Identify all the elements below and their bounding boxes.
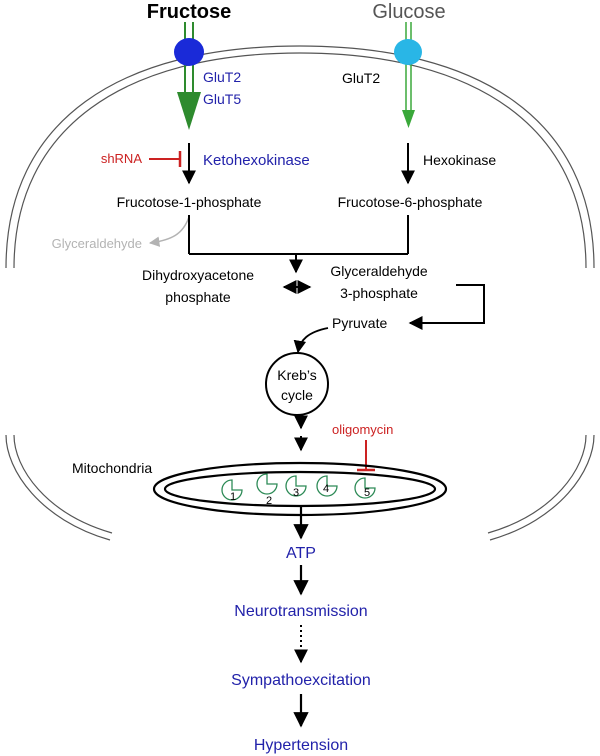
hypertension-label: Hypertension [254,737,348,754]
glyceraldehyde-label: Glyceraldehyde [52,236,142,251]
fructose-1-phosphate-label: Frucotose-1-phosphate [117,194,262,210]
etc-complex-2: 2 [256,473,278,507]
dhap-label-line2: phosphate [165,289,231,305]
etc-complex-4: 4 [316,475,338,497]
dhap-label-line1: Dihydroxyacetone [142,267,254,283]
neurotransmission-label: Neurotransmission [234,603,367,620]
svg-text:3: 3 [293,487,299,499]
glucose-channel-icon [394,39,422,65]
pyruvate-label: Pyruvate [332,315,387,331]
fructose-channel-icon [174,38,204,66]
krebs-label-line1: Kreb’s [277,367,316,383]
glut5-label: GluT5 [203,91,241,107]
glut2-fructose-label: GluT2 [203,69,241,85]
fructose-6-phosphate-label: Frucotose-6-phosphate [338,194,483,210]
hexokinase-label: Hexokinase [423,152,496,168]
fructose-label: Fructose [147,1,231,23]
svg-text:5: 5 [364,487,370,499]
shrna-inhibition-bar [149,151,182,167]
etc-complex-1: 1 [221,479,243,503]
shrna-label: shRNA [101,151,143,166]
sympathoexcitation-label: Sympathoexcitation [231,672,371,689]
krebs-cycle-circle [265,352,329,416]
pyruvate-to-krebs-arrow [293,327,329,354]
krebs-label-line2: cycle [281,387,313,403]
glucose-transport-arrow [402,22,415,128]
glut2-glucose-label: GluT2 [342,70,380,86]
g3p-label-line1: Glyceraldehyde [330,263,427,279]
cell-membrane-top [5,45,595,269]
cell-membrane-bottom [5,434,595,541]
oligomycin-label: oligomycin [332,422,393,437]
etc-complex-3: 3 [285,475,307,499]
glyceraldehyde-side-arrow [148,216,190,247]
atp-label: ATP [286,545,316,562]
svg-text:4: 4 [323,483,329,495]
svg-text:2: 2 [266,495,272,507]
g3p-label-line2: 3-phosphate [340,285,418,301]
etc-complex-5: 5 [354,477,376,499]
g3p-to-pyruvate-arrow [408,284,485,330]
mitochondria-label: Mitochondria [72,460,152,476]
ketohexokinase-label: Ketohexokinase [203,152,310,169]
convergence-bracket [188,215,409,274]
svg-text:1: 1 [230,491,236,503]
glucose-label: Glucose [372,1,445,23]
